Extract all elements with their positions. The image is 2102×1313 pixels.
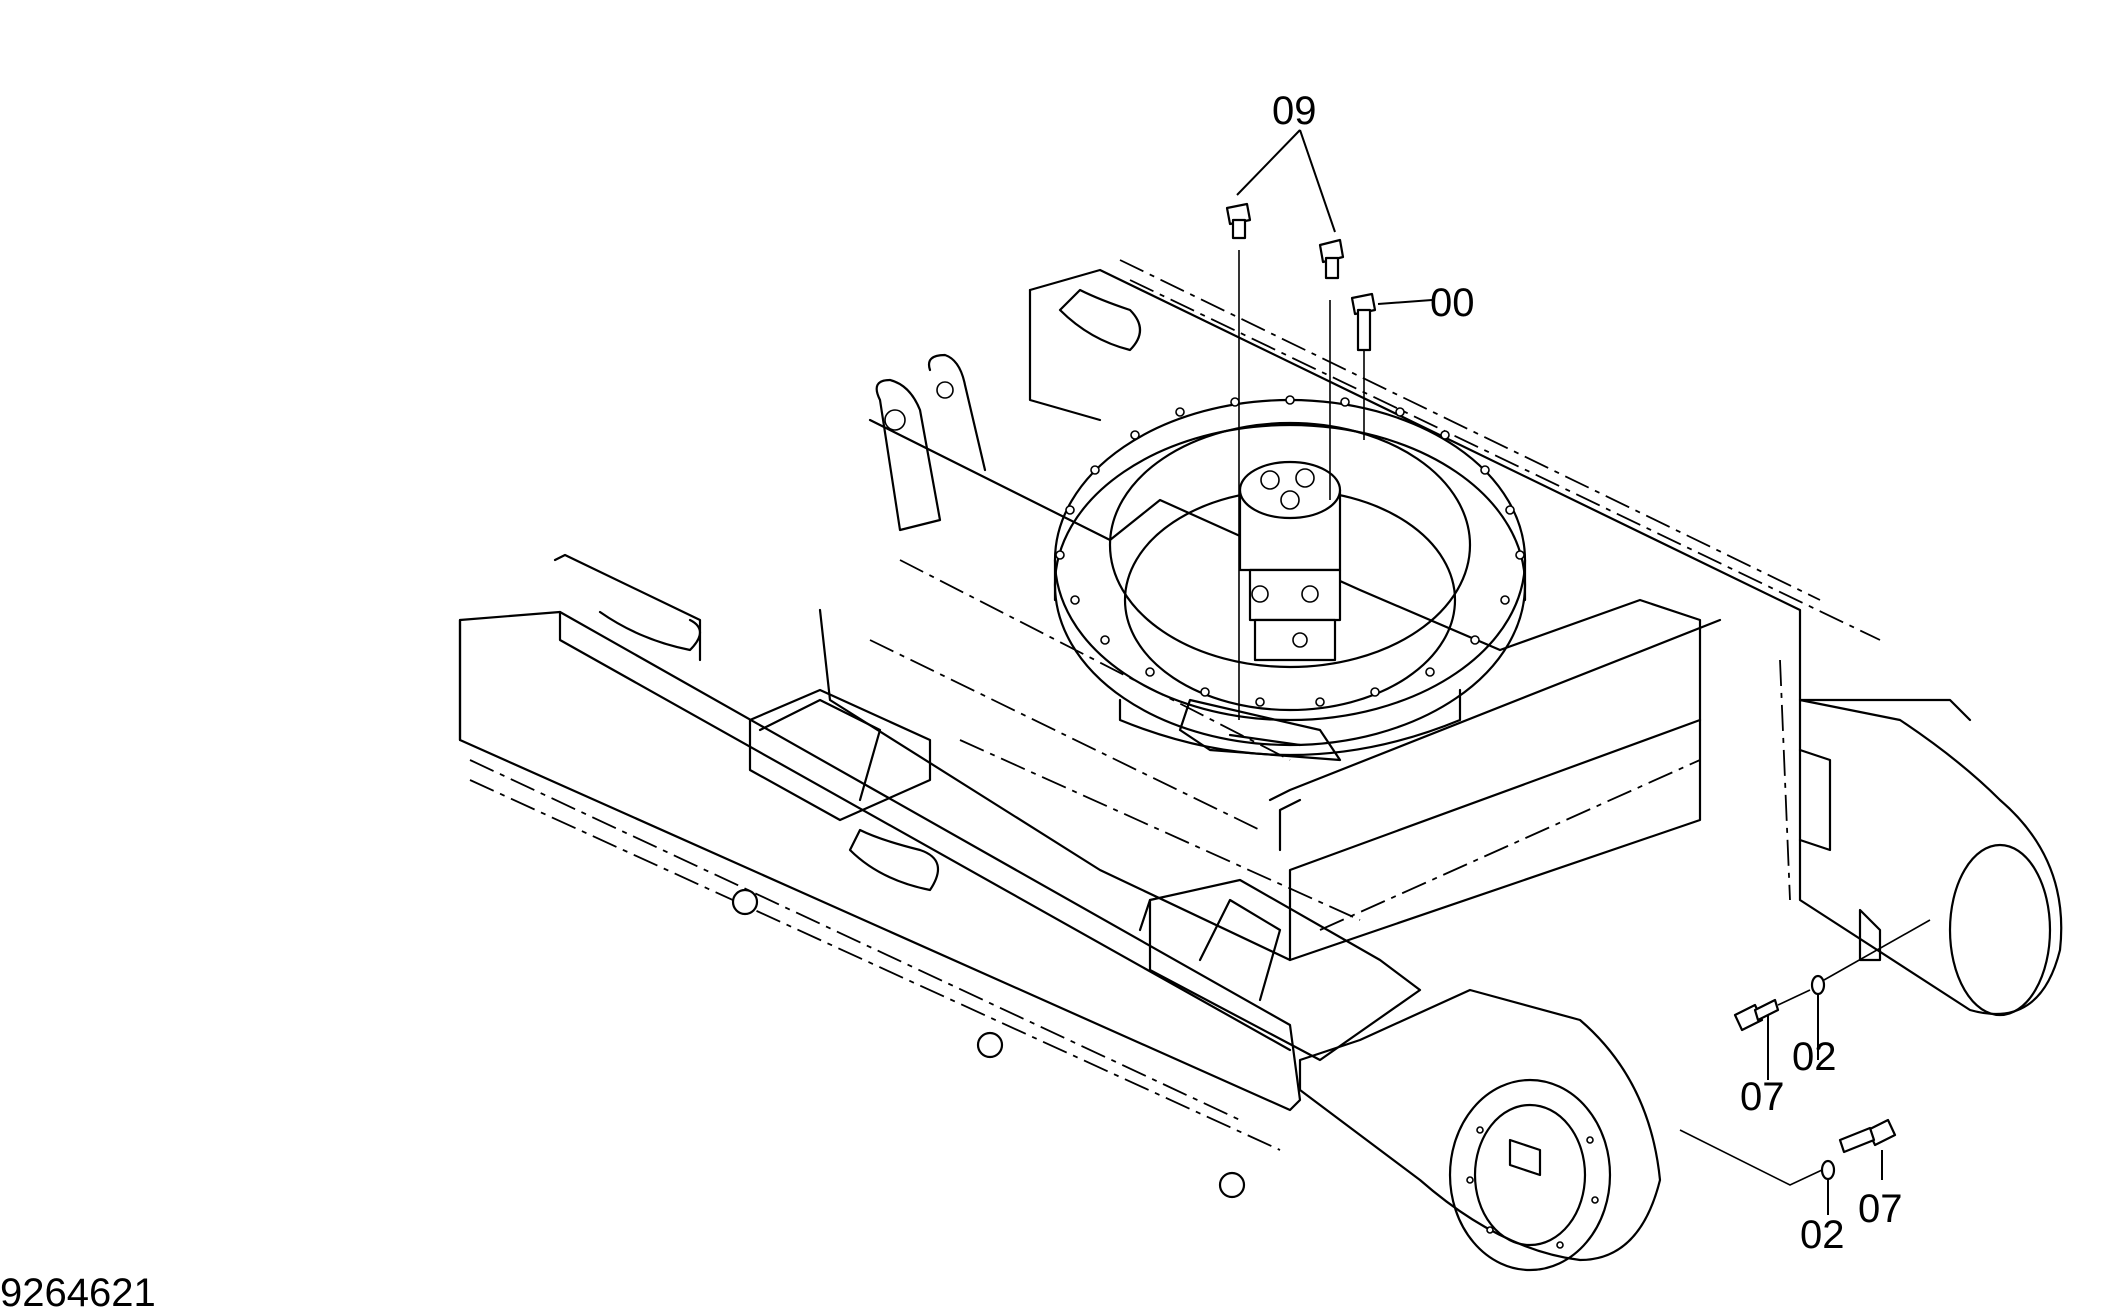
washer-02-upper <box>1810 919 1931 996</box>
callout-02-lower: 02 <box>1800 1213 1845 1257</box>
center-body <box>748 353 1722 1062</box>
drawing-number: 9264621 <box>0 1271 156 1313</box>
callout-07-upper: 07 <box>1740 1075 1785 1119</box>
bolt-09-right <box>1318 238 1345 500</box>
leader-lines <box>1236 129 1883 1215</box>
callout-09: 09 <box>1272 89 1317 133</box>
washer-02-lower <box>1679 1129 1836 1186</box>
callout-00: 00 <box>1430 281 1475 325</box>
right-track-frame <box>1028 259 1972 722</box>
swivel-joint <box>1238 460 1342 662</box>
callout-02-upper: 02 <box>1792 1035 1837 1079</box>
bolt-00 <box>1350 292 1377 440</box>
ring-bolt-holes <box>1055 395 1525 707</box>
callout-labels: 09 00 02 07 02 07 <box>1272 89 1903 1257</box>
bolt-07-lower <box>1838 1118 1897 1154</box>
callout-07-lower: 07 <box>1858 1187 1903 1231</box>
slewing-ring <box>1053 395 1527 762</box>
left-track-frame <box>458 553 1302 1199</box>
front-sprocket <box>1298 988 1662 1272</box>
bolt-09-left <box>1225 202 1252 720</box>
rear-idler <box>1779 659 2063 1017</box>
bolt-07-upper <box>1733 989 1811 1032</box>
